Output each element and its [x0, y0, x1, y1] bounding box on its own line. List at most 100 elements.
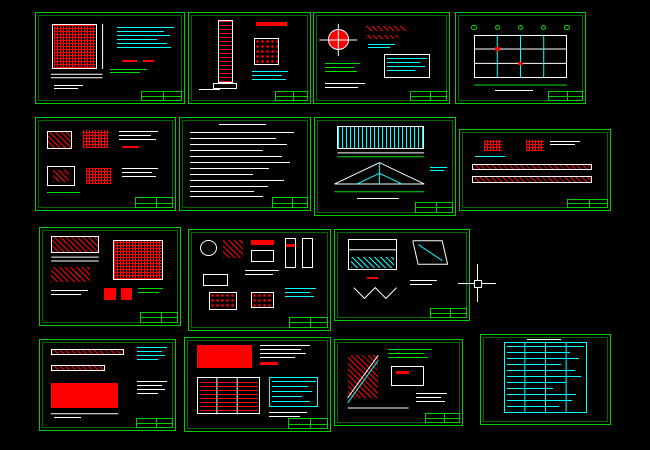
title-block-divider [589, 199, 591, 207]
text-line [119, 130, 159, 132]
title-block-divider [275, 95, 308, 97]
sheet-linework [40, 340, 175, 430]
note-lines [324, 63, 360, 75]
elevation-box [196, 377, 261, 415]
note-lines [110, 68, 147, 75]
hatched-block [86, 167, 112, 185]
joint-mark [494, 47, 500, 51]
detail-block [47, 130, 73, 150]
axis-bubble [564, 24, 570, 31]
drawing-sheet-s12[interactable] [39, 339, 176, 431]
note-lines [138, 288, 164, 296]
text-line [272, 385, 308, 387]
sheet-linework [315, 118, 455, 215]
wall-section [413, 241, 448, 264]
text-line [138, 292, 159, 294]
text-line [110, 71, 141, 73]
text-line [245, 270, 280, 271]
text-line [137, 385, 162, 387]
caption-lines [53, 85, 84, 91]
dim-text [368, 43, 395, 50]
hatched-bar [365, 25, 406, 31]
text-line [388, 356, 429, 358]
axis-bubble [494, 24, 500, 31]
schedule-box [269, 377, 319, 407]
drawing-sheet-s13[interactable] [184, 337, 331, 432]
title-block [547, 90, 584, 101]
schedule-rows [272, 380, 316, 406]
detail-notes [245, 270, 280, 278]
drawing-sheet-s1[interactable] [35, 12, 185, 104]
drawing-sheet-s4[interactable] [455, 12, 586, 104]
rebar-mark [286, 244, 295, 247]
drawing-sheet-s9[interactable] [39, 227, 181, 326]
title-block-divider [291, 198, 293, 207]
drawing-sheet-s3[interactable] [313, 12, 450, 104]
column-base [213, 83, 238, 89]
drawing-sheet-s7[interactable] [314, 117, 456, 216]
sheet-linework [36, 13, 184, 103]
text-line [429, 169, 444, 171]
drawing-caption [494, 90, 534, 93]
joint-mark [517, 61, 524, 66]
stair-notes [388, 348, 432, 361]
detail-outline [47, 165, 75, 187]
title-block [409, 90, 447, 101]
detail-notes [550, 141, 580, 147]
text-line [117, 31, 164, 33]
caption-lines [53, 417, 81, 420]
hatched-bar [365, 34, 398, 40]
title-block-divider [430, 91, 432, 100]
text-line [410, 284, 432, 286]
text-line [137, 381, 167, 383]
beam-mid [50, 365, 105, 372]
text-line [251, 78, 286, 80]
drawing-sheet-s10[interactable] [188, 229, 331, 331]
title-block-divider [566, 91, 568, 100]
title-block-divider [310, 317, 312, 327]
text-line [251, 70, 289, 72]
notes-footer [190, 186, 269, 201]
title-block-divider [289, 423, 327, 425]
truss-web [357, 173, 379, 184]
caption-lines [198, 88, 221, 92]
title-block-divider [142, 95, 181, 97]
detail-notes [416, 392, 447, 405]
text-line [269, 416, 300, 418]
text-line [494, 90, 534, 92]
elevation-hatch [199, 380, 258, 411]
drawing-sheet-s14[interactable] [334, 339, 463, 426]
drawing-sheet-s11[interactable] [334, 229, 470, 321]
text-line [122, 171, 152, 173]
rebar-mark [260, 362, 278, 365]
stair-flight [348, 355, 378, 398]
text-line [137, 393, 158, 395]
text-line [506, 399, 572, 401]
gate-grille [337, 125, 425, 150]
drawing-sheet-s8[interactable] [459, 129, 611, 211]
title-block [566, 198, 608, 208]
text-line [47, 191, 81, 193]
drawing-sheet-s5[interactable] [35, 117, 176, 211]
axis-bubble [517, 24, 524, 31]
text-line [190, 186, 269, 188]
text-line [506, 369, 575, 371]
landing-detail [390, 365, 424, 386]
text-line [53, 417, 81, 419]
sheet-linework [481, 335, 610, 424]
text-line [190, 161, 291, 163]
text-line [272, 380, 316, 382]
title-block-divider [156, 418, 158, 427]
section-notes [284, 288, 316, 300]
drawing-sheet-s6[interactable] [179, 117, 311, 211]
text-line [506, 405, 560, 407]
water-hatch [351, 257, 394, 268]
drawing-sheet-s15[interactable] [480, 334, 611, 425]
detail-outline [203, 274, 229, 286]
title-block [414, 201, 453, 213]
column-elevation [218, 20, 233, 84]
title-block [274, 90, 309, 101]
text-line [137, 351, 162, 353]
drawing-sheet-s2[interactable] [188, 12, 311, 104]
